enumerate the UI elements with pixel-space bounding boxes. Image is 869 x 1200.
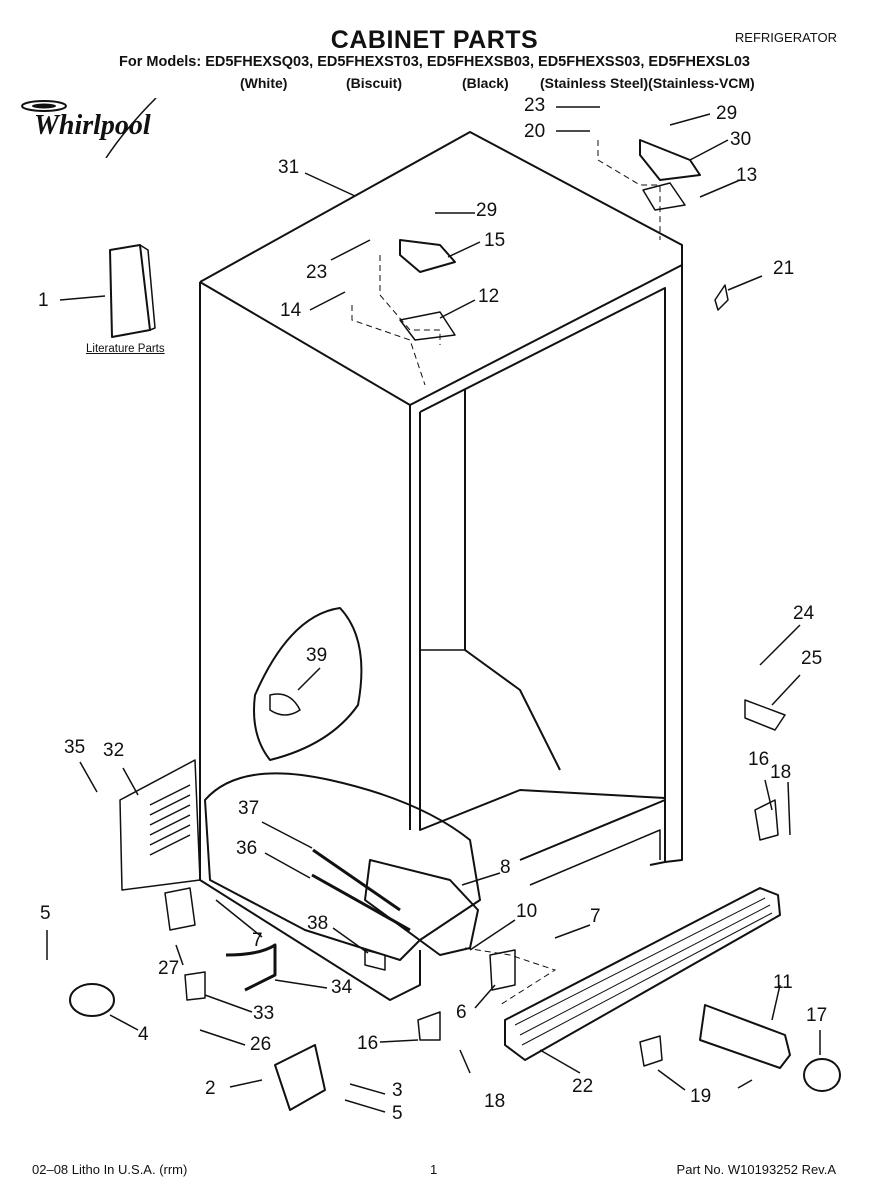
- door-stop-bracket-lower: [417, 1011, 441, 1041]
- cutaway-base: [204, 772, 481, 961]
- page-title: CABINET PARTS: [330, 26, 539, 54]
- variant-white: (White): [240, 75, 288, 91]
- callout-16b: 16: [357, 1033, 379, 1054]
- callout-13: 13: [736, 165, 758, 186]
- water-valve: [364, 859, 479, 956]
- callout-18b: 18: [484, 1091, 506, 1112]
- callout-29a: 29: [476, 200, 498, 221]
- cabinet-left-side: [199, 282, 421, 1001]
- cabinet-base-rail: [519, 799, 666, 861]
- callout-33: 33: [253, 1003, 275, 1024]
- cabinet-inner-bottom: [419, 412, 666, 831]
- callout-22: 22: [572, 1076, 594, 1097]
- callout-29b: 29: [716, 103, 738, 124]
- cabinet-inner-divider: [464, 390, 561, 771]
- callout-20: 20: [524, 121, 546, 142]
- front-roller: [69, 983, 115, 1017]
- footer-part-number: Part No. W10193252 Rev.A: [676, 1162, 836, 1177]
- callout-3: 3: [392, 1080, 403, 1101]
- callout-36: 36: [236, 838, 258, 859]
- callout-2: 2: [205, 1078, 216, 1099]
- leveling-bracket: [164, 887, 196, 931]
- grommet: [269, 693, 301, 716]
- water-filter: [699, 1004, 791, 1069]
- rear-access-cover: [119, 759, 201, 891]
- callout-1: 1: [38, 290, 49, 311]
- callout-12: 12: [478, 286, 500, 307]
- callout-14: 14: [280, 300, 302, 321]
- callout-10: 10: [516, 901, 538, 922]
- literature-parts-label: Literature Parts: [86, 343, 165, 355]
- variant-biscuit: (Biscuit): [346, 75, 402, 91]
- water-tube: [225, 943, 277, 992]
- callout-26: 26: [250, 1034, 272, 1055]
- cutaway-rear-panel: [253, 607, 363, 761]
- callout-21: 21: [773, 258, 795, 279]
- footer-litho: 02–08 Litho In U.S.A. (rrm): [32, 1162, 188, 1177]
- callout-23a: 23: [524, 95, 546, 116]
- callout-5b: 5: [392, 1103, 403, 1124]
- callout-6: 6: [456, 1002, 467, 1023]
- callout-34: 34: [331, 977, 353, 998]
- callout-31: 31: [278, 157, 300, 178]
- cabinet-top-edge: [199, 131, 683, 863]
- rear-roller-assembly: [274, 1044, 326, 1111]
- models-line: For Models: ED5FHEXSQ03, ED5FHEXST03, ED…: [119, 54, 750, 70]
- brand-logo-swirl: [21, 98, 157, 158]
- callout-19: 19: [690, 1086, 712, 1107]
- cabinet-inner-frame: [419, 287, 666, 866]
- callout-5a: 5: [40, 903, 51, 924]
- callout-7b: 7: [590, 906, 601, 927]
- callout-25: 25: [801, 648, 823, 669]
- wire-connector: [364, 949, 386, 971]
- variant-black: (Black): [462, 75, 509, 91]
- callout-30: 30: [730, 129, 752, 150]
- callout-23b: 23: [306, 262, 328, 283]
- callout-27: 27: [158, 958, 180, 979]
- mounting-bracket: [489, 949, 516, 991]
- callout-11: 11: [773, 972, 793, 993]
- base-grille: [504, 887, 781, 1061]
- hinge-bracket-lower: [744, 699, 786, 731]
- callout-15: 15: [484, 230, 506, 251]
- callout-8: 8: [500, 857, 511, 878]
- callout-32: 32: [103, 740, 125, 761]
- callout-16a: 16: [748, 749, 770, 770]
- filter-cap: [803, 1058, 841, 1092]
- door-stop-bracket: [754, 799, 779, 841]
- category-label: REFRIGERATOR: [734, 30, 837, 45]
- callout-4: 4: [138, 1024, 149, 1045]
- literature-parts: [109, 244, 151, 338]
- variant-stainless: (Stainless Steel)(Stainless-VCM): [540, 75, 755, 91]
- filter-bypass: [639, 1035, 663, 1067]
- callout-35: 35: [64, 737, 86, 758]
- callout-24: 24: [793, 603, 815, 624]
- callout-39: 39: [306, 645, 328, 666]
- cabinet-plug: [714, 284, 729, 311]
- callout-18a: 18: [770, 762, 792, 783]
- footer-page-number: 1: [430, 1162, 438, 1177]
- callout-7a: 7: [252, 930, 263, 951]
- cabinet-front-top: [199, 264, 683, 406]
- callout-37: 37: [238, 798, 260, 819]
- hinge-cover-right: [639, 139, 701, 181]
- callout-38: 38: [307, 913, 329, 934]
- hinge-cover-left: [399, 239, 456, 273]
- callout-17: 17: [806, 1005, 828, 1026]
- brand-name: Whirlpool: [34, 110, 151, 141]
- clamp: [184, 971, 206, 1001]
